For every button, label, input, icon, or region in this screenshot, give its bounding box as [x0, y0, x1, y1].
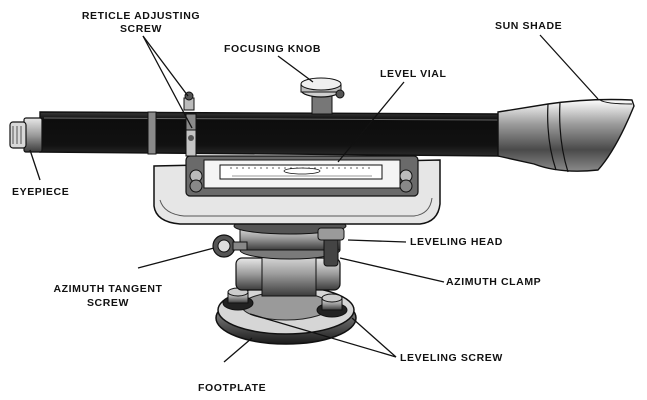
- azimuth-clamp-part: [317, 227, 345, 267]
- sun-shade-label: SUN SHADE: [495, 20, 563, 32]
- azimuth-clamp-label: AZIMUTH CLAMP: [446, 276, 542, 288]
- sun-shade-part: [497, 98, 635, 173]
- azimuth-tangent-label-line2: SCREW: [86, 297, 130, 309]
- focusing-knob-part: [300, 77, 345, 115]
- azimuth-tangent-screw-part: [212, 234, 248, 258]
- level-vial-label: LEVEL VIAL: [380, 68, 447, 80]
- reticle-label-line2: SCREW: [119, 23, 163, 35]
- footplate-label: FOOTPLATE: [198, 382, 267, 394]
- leveling-screw-label: LEVELING SCREW: [400, 352, 503, 364]
- reticle-label-line1: RETICLE ADJUSTING: [81, 10, 201, 22]
- azimuth-tangent-label-line1: AZIMUTH TANGENT: [53, 283, 163, 295]
- leveling-head-label: LEVELING HEAD: [410, 236, 503, 248]
- telescope-tube-part: [39, 111, 501, 157]
- eyepiece-label: EYEPIECE: [12, 186, 70, 198]
- eyepiece-part: [9, 117, 43, 153]
- level-vial-part: [185, 155, 419, 197]
- leader-lines: [29, 34, 599, 363]
- focusing-knob-label: FOCUSING KNOB: [224, 43, 322, 55]
- leveling-screws-part: [222, 287, 348, 318]
